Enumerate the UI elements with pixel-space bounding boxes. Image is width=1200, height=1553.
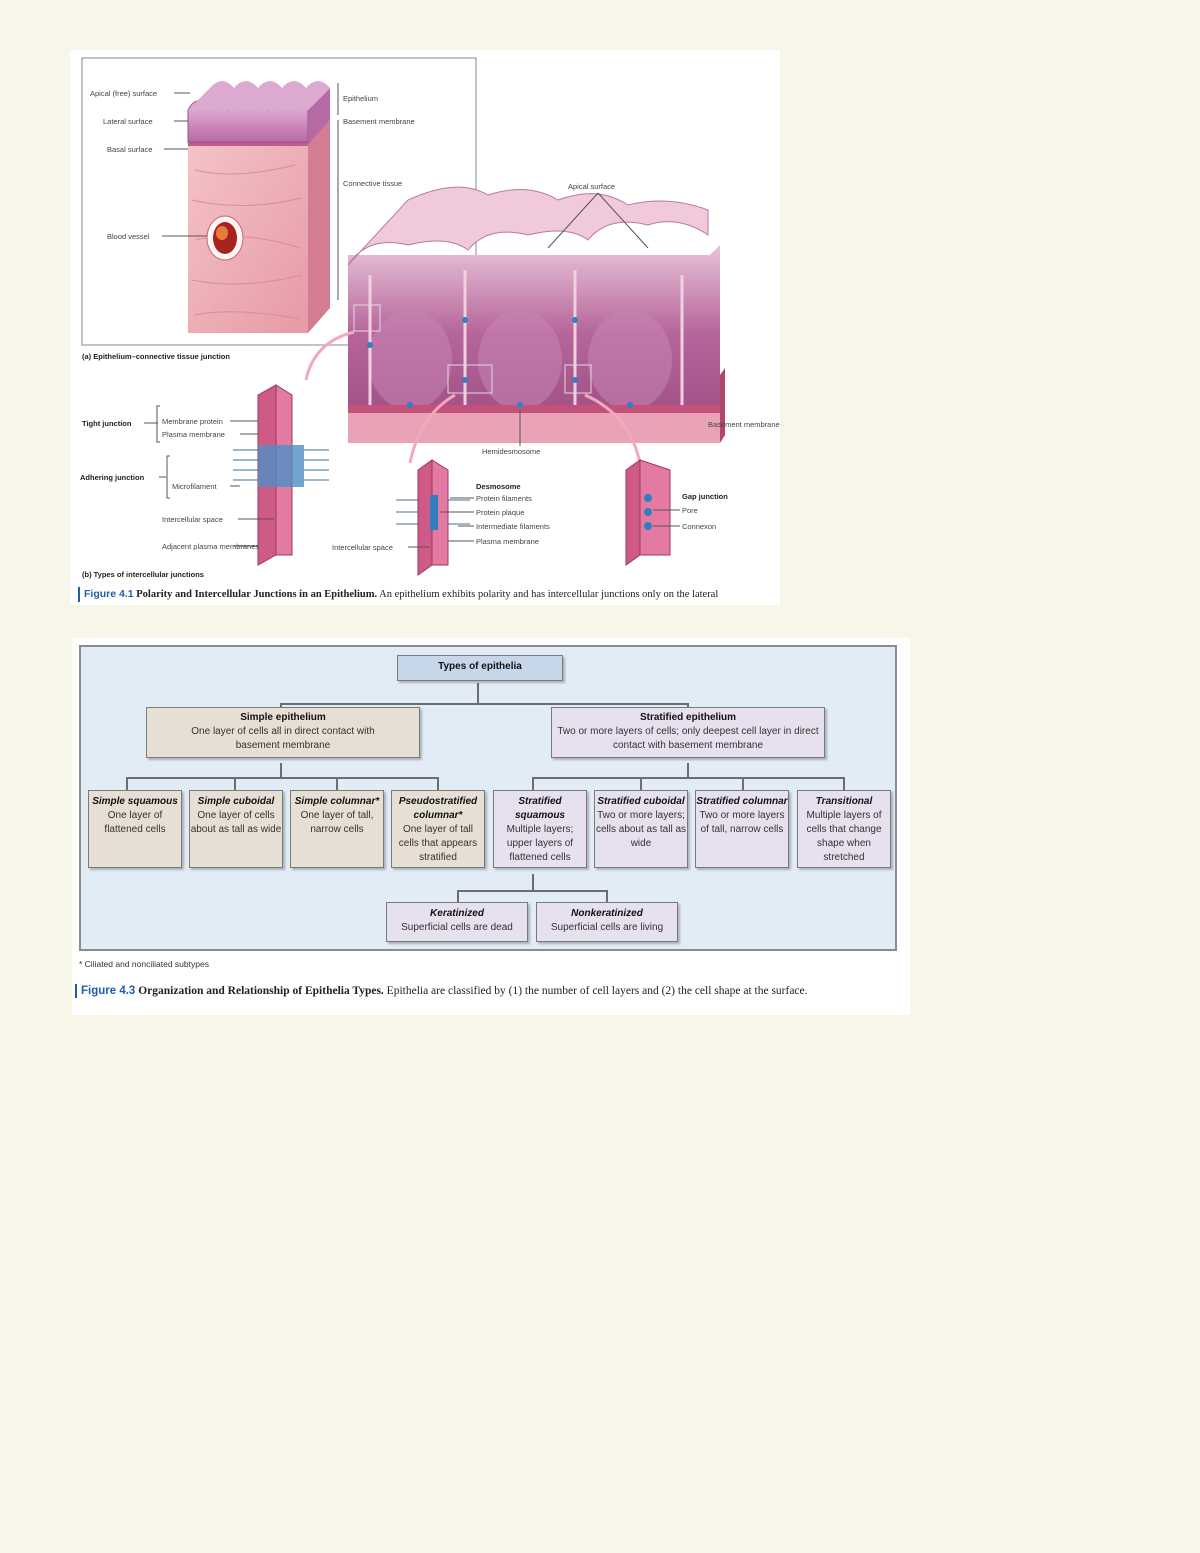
label-blood-vessel: Blood vessel: [107, 232, 150, 241]
panel-b-labels: Tight junction Membrane protein Plasma m…: [80, 405, 728, 579]
type-title: Simple squamous: [92, 796, 178, 807]
nonkeratinized-box: Nonkeratinized Superficial cells are liv…: [536, 902, 678, 942]
label-basement-membrane: Basement membrane: [343, 117, 415, 126]
type-desc: Two or more layers of tall, narrow cells: [699, 810, 785, 835]
label-epithelium: Epithelium: [343, 94, 378, 103]
label-pore: Pore: [682, 506, 698, 515]
label-apical-free: Apical (free) surface: [90, 89, 157, 98]
root-label: Types of epithelia: [438, 661, 522, 672]
sub-title: Keratinized: [430, 908, 484, 919]
root-box: Types of epithelia: [397, 655, 563, 681]
panel-b-title: (b) Types of intercellular junctions: [82, 570, 204, 579]
tissue-block: [187, 81, 330, 333]
label-gap-junction: Gap junction: [682, 492, 728, 501]
label-protein-filaments: Protein filaments: [476, 494, 532, 503]
type-desc: One layer of cells about as tall as wide: [190, 810, 282, 835]
keratinized-box: Keratinized Superficial cells are dead: [386, 902, 528, 942]
type-title: Stratified cuboidal: [597, 796, 685, 807]
type-desc: Two or more layers; cells about as tall …: [595, 810, 687, 849]
caption-number: Figure 4.3: [81, 985, 136, 997]
panel-a-labels: Apical (free) surface Lateral surface Ba…: [82, 83, 415, 361]
type-box-stratified-cuboidal: Stratified cuboidal Two or more layers; …: [594, 790, 688, 868]
label-protein-plaque: Protein plaque: [476, 508, 524, 517]
type-title: Stratified squamous: [514, 796, 565, 821]
label-hemidesmosome: Hemidesmosome: [482, 447, 540, 456]
sub-desc: Superficial cells are living: [550, 922, 664, 933]
label-apical-surface: Apical surface: [568, 182, 615, 191]
epithelium-illustration: Apical (free) surface Lateral surface Ba…: [80, 57, 780, 579]
footnote: * Ciliated and nonciliated subtypes: [79, 959, 209, 969]
sub-desc: Superficial cells are dead: [401, 922, 513, 933]
type-title: Pseudostratified columnar*: [398, 796, 478, 821]
label-connective-tissue: Connective tissue: [343, 179, 402, 188]
label-adhering-junction: Adhering junction: [80, 473, 145, 482]
label-membrane-protein: Membrane protein: [162, 417, 223, 426]
type-desc: Multiple layers of cells that change sha…: [806, 810, 882, 863]
type-box-simple-cuboidal: Simple cuboidal One layer of cells about…: [189, 790, 283, 868]
type-desc: Multiple layers; upper layers of flatten…: [506, 824, 574, 863]
caption-title: Polarity and Intercellular Junctions in …: [136, 589, 378, 600]
epithelial-slab: [347, 186, 725, 443]
classification-chart: Types of epithelia Simple epithelium One…: [79, 645, 897, 951]
panel-a-title: (a) Epithelium–connective tissue junctio…: [82, 352, 230, 361]
type-desc: One layer of tall cells that appears str…: [398, 824, 478, 863]
label-plasma-membrane: Plasma membrane: [162, 430, 225, 439]
caption-text: An epithelium exhibits polarity and has …: [379, 589, 719, 600]
simple-epithelium-box: Simple epithelium One layer of cells all…: [146, 707, 420, 758]
stratified-desc: Two or more layers of cells; only deepes…: [557, 726, 819, 751]
type-desc: One layer of tall, narrow cells: [300, 810, 374, 835]
figure-4-1-caption: Figure 4.1 Polarity and Intercellular Ju…: [78, 587, 718, 602]
label-desmosome: Desmosome: [476, 482, 521, 491]
caption-text: Epithelia are classified by (1) the numb…: [386, 985, 808, 997]
stratified-title: Stratified epithelium: [639, 712, 737, 723]
label-basal: Basal surface: [107, 145, 152, 154]
label-basement-membrane-2: Basement membrane: [708, 420, 780, 429]
type-box-simple-squamous: Simple squamous One layer of flattened c…: [88, 790, 182, 868]
figure-4-3: Types of epithelia Simple epithelium One…: [72, 638, 910, 1015]
type-box-simple-columnar: Simple columnar* One layer of tall, narr…: [290, 790, 384, 868]
type-title: Simple cuboidal: [197, 796, 275, 807]
slab-labels: Apical surface Basement membrane Hemides…: [482, 182, 780, 456]
type-title: Transitional: [815, 796, 873, 807]
label-microfilament: Microfilament: [172, 482, 218, 491]
label-intercellular-space-2: Intercellular space: [332, 543, 393, 552]
type-title: Simple columnar*: [294, 796, 380, 807]
label-intermediate-filaments: Intermediate filaments: [476, 522, 550, 531]
label-plasma-membrane-2: Plasma membrane: [476, 537, 539, 546]
figure-4-3-caption: Figure 4.3 Organization and Relationship…: [75, 984, 808, 998]
figure-4-1: Apical (free) surface Lateral surface Ba…: [70, 50, 780, 605]
type-box-transitional: Transitional Multiple layers of cells th…: [797, 790, 891, 868]
stratified-epithelium-box: Stratified epithelium Two or more layers…: [551, 707, 825, 758]
zoom-arrows: [304, 330, 642, 464]
label-intercellular-space: Intercellular space: [162, 515, 223, 524]
caption-title: Organization and Relationship of Epithel…: [138, 985, 384, 997]
simple-title: Simple epithelium: [240, 712, 326, 723]
sub-title: Nonkeratinized: [571, 908, 643, 919]
junction-details: [233, 384, 671, 576]
type-box-stratified-columnar: Stratified columnar Two or more layers o…: [695, 790, 789, 868]
type-box-stratified-squamous: Stratified squamous Multiple layers; upp…: [493, 790, 587, 868]
type-desc: One layer of flattened cells: [104, 810, 166, 835]
label-adjacent-membranes: Adjacent plasma membranes: [162, 542, 259, 551]
label-connexon: Connexon: [682, 522, 716, 531]
caption-number: Figure 4.1: [84, 588, 134, 600]
type-box-pseudostratified: Pseudostratified columnar* One layer of …: [391, 790, 485, 868]
label-lateral: Lateral surface: [103, 117, 153, 126]
simple-desc: One layer of cells all in direct contact…: [191, 726, 375, 751]
type-title: Stratified columnar: [696, 796, 788, 807]
label-tight-junction: Tight junction: [82, 419, 132, 428]
